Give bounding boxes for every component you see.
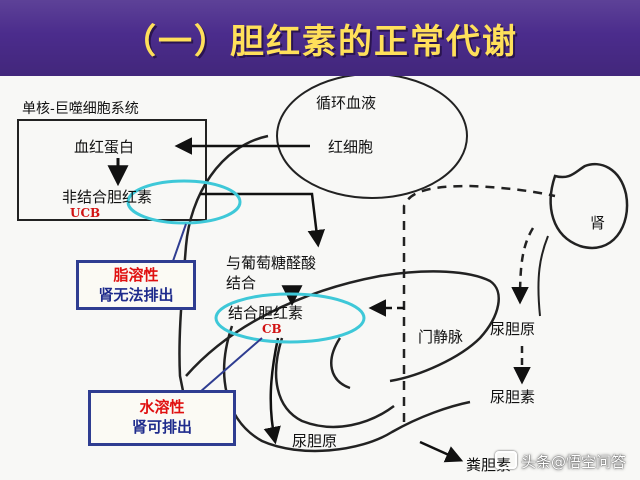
conjugated-label: 结合胆红素 <box>228 304 304 322</box>
diagram-canvas: 单核-巨噬细胞系统 血红蛋白 非结合胆红素 UCB 循环血液 红细胞 与葡萄糖醛… <box>0 76 640 480</box>
title-bar-sheen <box>0 0 640 76</box>
stercobilin-label: 粪胆素 <box>466 456 512 474</box>
watermark-logo-icon <box>494 451 517 469</box>
unconjugated-label: 非结合胆红素 <box>62 188 153 206</box>
diagram-drawing <box>17 76 629 463</box>
slide-title: （一）胆红素的正常代谢 <box>122 22 518 62</box>
portal-vein-dashed-path <box>402 184 556 422</box>
urobilin-label: 尿胆素 <box>490 388 536 406</box>
mono-system-label: 单核-巨噬细胞系统 <box>22 101 139 117</box>
kidney-ureter-line <box>537 235 549 317</box>
fat-soluble-note: 肾无法排出 <box>98 286 174 304</box>
liver-outline <box>178 134 500 407</box>
mono-system-box <box>17 119 207 221</box>
title-bar: （一）胆红素的正常代谢 <box>0 0 640 76</box>
water-soluble-title: 水溶性 <box>139 398 185 416</box>
hemoglobin-label: 血红蛋白 <box>74 138 135 156</box>
fat-soluble-title: 脂溶性 <box>113 266 159 284</box>
urobilinogen-kidney-label: 尿胆原 <box>490 320 536 338</box>
glucuronic-label-1: 与葡萄糖醛酸 <box>226 254 317 272</box>
water-soluble-note: 肾可排出 <box>131 418 192 436</box>
cb-abbr: CB <box>262 322 282 336</box>
ucb-abbr: UCB <box>70 206 101 220</box>
gut-to-stercobilin-arrow <box>419 440 464 463</box>
ucb-highlight-ellipse <box>126 179 242 225</box>
bile-to-gut-arrow <box>263 337 281 445</box>
cb-highlight-ellipse <box>214 292 366 344</box>
glucuronic-label-2: 结合 <box>226 274 257 292</box>
circulation-circle <box>276 76 468 199</box>
water-soluble-callout: 水溶性 肾可排出 <box>88 390 236 446</box>
fat-soluble-callout: 脂溶性 肾无法排出 <box>76 260 196 310</box>
portal-vein-label: 门静脉 <box>418 328 464 346</box>
watermark-text: 头条@悟空问答 <box>520 453 626 471</box>
kidney-label: 肾 <box>590 214 606 232</box>
circulation-label: 循环血液 <box>316 94 377 112</box>
red-cell-label: 红细胞 <box>328 138 374 156</box>
kidney-ureter-dashed-arrow <box>511 227 535 305</box>
kidney-outline <box>549 162 629 250</box>
watermark: 头条@悟空问答 <box>494 451 626 472</box>
urobilinogen-gut-label: 尿胆原 <box>292 432 338 450</box>
